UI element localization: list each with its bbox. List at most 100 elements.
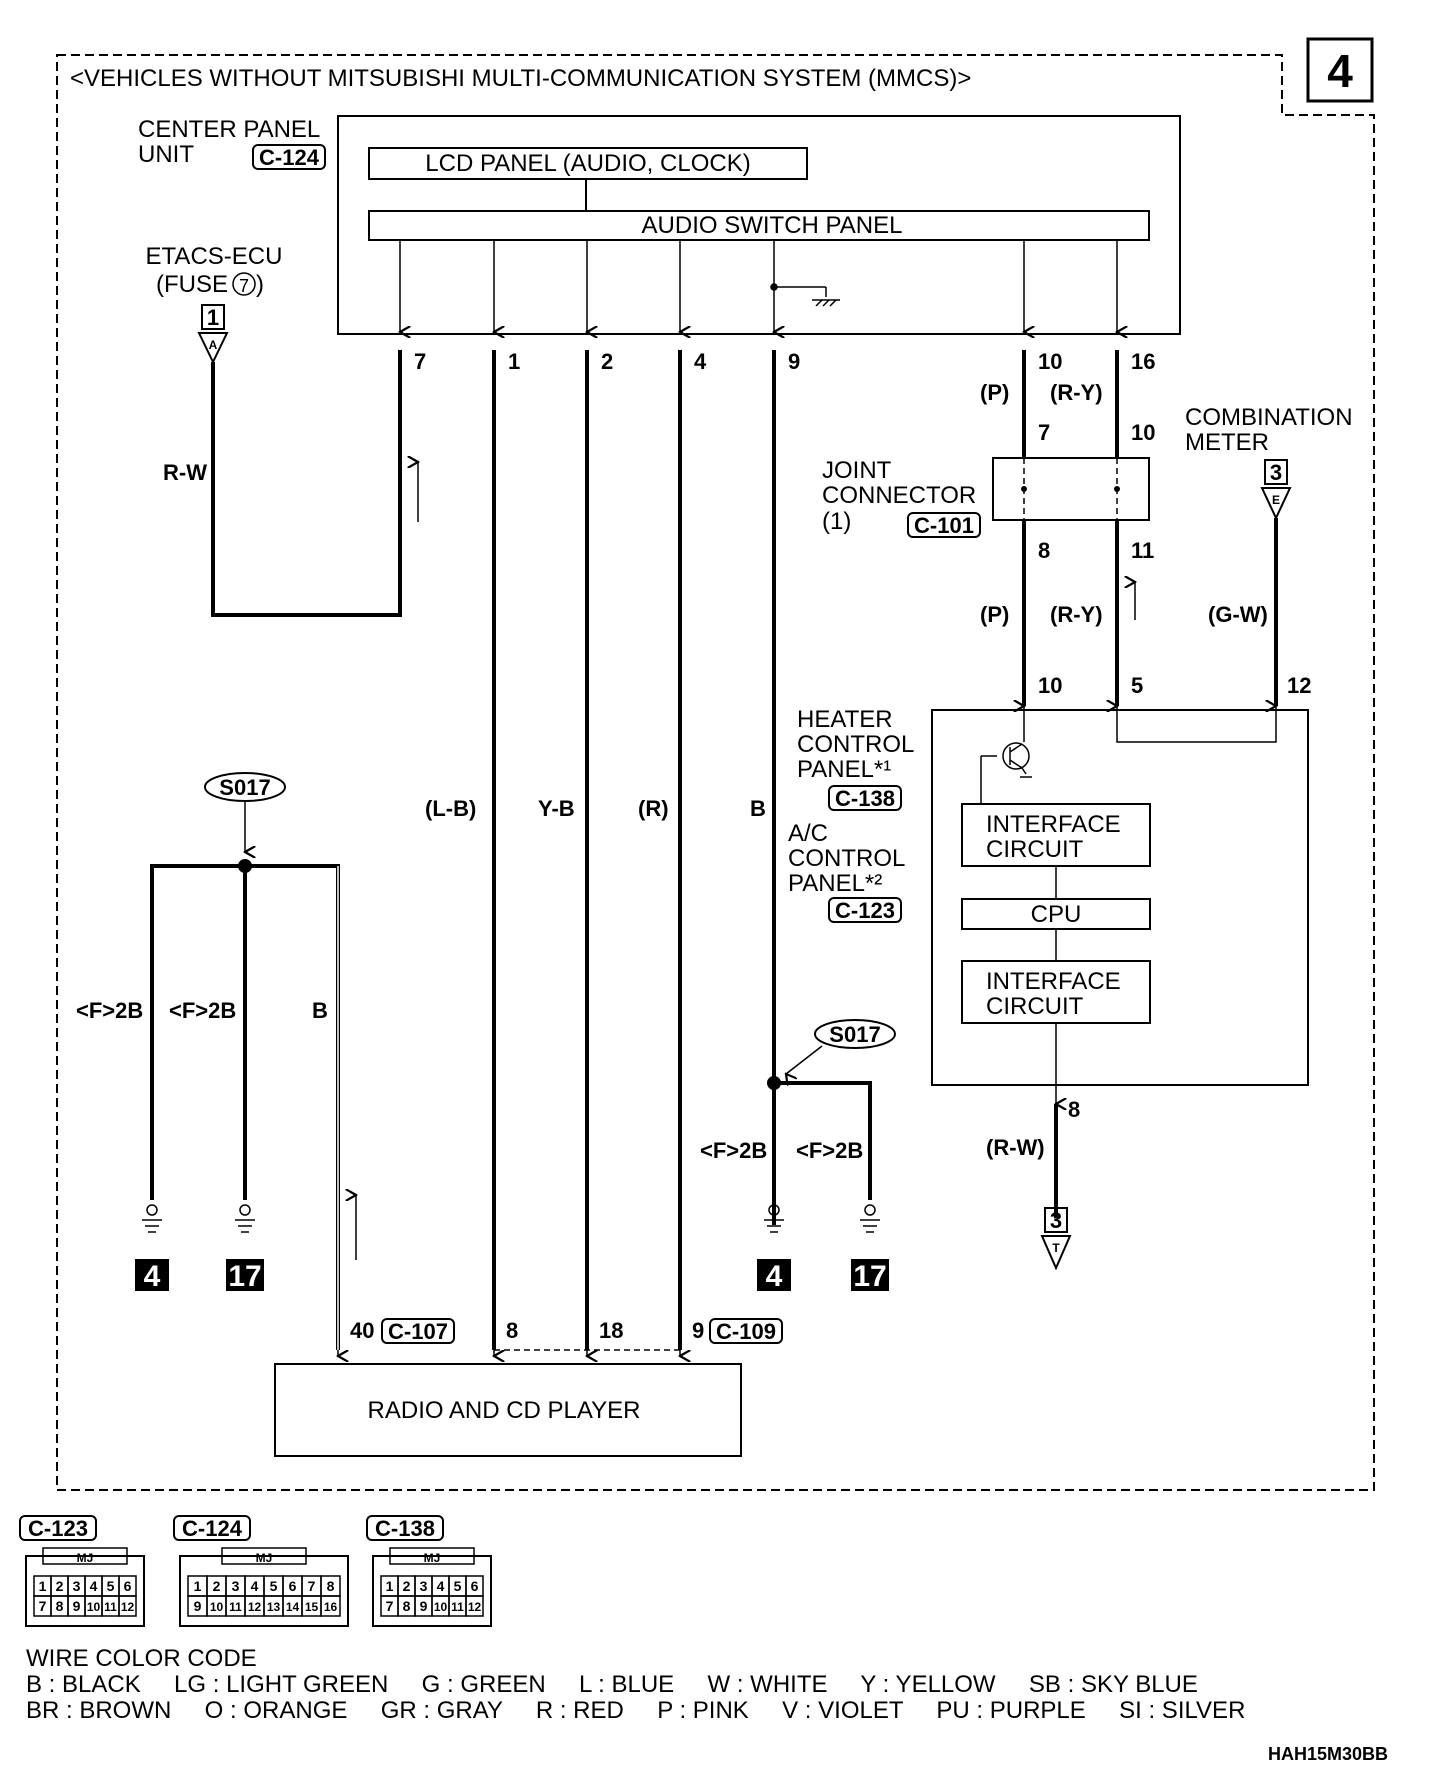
interface-circuit-1-l1: INTERFACE [986,811,1121,838]
c124-tag: C-124 [259,145,320,170]
c101-tag: C-101 [914,513,974,538]
splice-right-arrow [786,1045,823,1074]
combination-meter-label-1: COMBINATION [1185,404,1353,431]
wire-label-ry-1: (R-Y) [1050,380,1103,405]
connector-pin-number: 4 [251,1578,259,1594]
pin-9: 9 [788,349,800,374]
ac-label-1: A/C [788,820,828,847]
etacs-terminal-triangle [197,332,229,365]
jc-pin-out-8: 8 [1038,538,1050,563]
splice-s017-right-oval [814,1019,896,1049]
splice-s017-left: S017 [219,775,270,800]
wire-rw-etacs [211,350,402,617]
connector-pin-number: 2 [213,1578,221,1594]
ground-4-right: 4 [766,1260,783,1293]
wire-label-b-ground: B [312,998,328,1023]
wire-label-gw: (G-W) [1208,602,1268,627]
wire-label-f2b-2: <F>2B [169,998,236,1023]
radio-pin-40: 40 [350,1318,374,1343]
connector-pin-number: 6 [289,1578,297,1594]
combination-meter-label-2: METER [1185,429,1269,456]
out-terminal-triangle [1040,1235,1072,1271]
center-panel-box [337,115,1181,335]
etacs-label: ETACS-ECU [146,243,283,270]
ground-symbol-icon [142,1204,162,1233]
splice-node-left [238,859,252,873]
heater-pin-10: 10 [1038,673,1062,698]
connector-housing [25,1555,145,1627]
heater-label-2: CONTROL [797,731,914,758]
connector-pin-number: 10 [87,1600,101,1614]
wire-label-f2b-1: <F>2B [76,998,143,1023]
ground-symbol-icon [860,1204,880,1233]
audio-switch-panel-box [368,210,1150,241]
connector-pin-number: 7 [308,1578,316,1594]
meter-terminal: E [1272,493,1280,507]
wire-label-rw2: (R-W) [986,1135,1045,1160]
connector-pin-number: 9 [73,1598,81,1614]
page-number: 4 [1327,45,1353,97]
pin-4: 4 [694,349,707,374]
connector-pin-number: 1 [39,1578,47,1594]
heater-internal-link [1116,730,1277,743]
c138-tag-box [828,785,902,811]
c107-tag-box [381,1318,455,1344]
page-number-box [1306,37,1374,103]
ground-4-left-box [135,1259,169,1291]
meter-ref-box [1264,459,1288,485]
fuse-number-circle [232,272,256,296]
connector-pin-number: 3 [420,1578,428,1594]
connector-pin-number: 9 [420,1598,428,1614]
connector-housing [372,1555,492,1627]
etacs-fuse-suffix: ) [256,271,264,298]
heater-label-1: HEATER [797,706,893,733]
connector-view-name: C-123 [28,1516,88,1541]
wire-label-ry-2: (R-Y) [1050,602,1103,627]
connector-pin-number: 15 [305,1600,319,1614]
heater-control-panel-box [931,709,1309,1086]
ground-17-left-box [226,1259,264,1291]
radio-cd-player-box [274,1363,742,1457]
joint-connector-box [992,457,1150,521]
connector-view-tag-box [173,1515,251,1541]
ground-symbol-icon [764,1204,784,1233]
jc-dot-right [1114,486,1120,492]
splice-node-right [767,1076,781,1090]
jc-pin-in-7: 7 [1038,420,1050,445]
connector-pin-number: 5 [454,1578,462,1594]
connector-latch [221,1547,307,1565]
connector-housing [179,1555,349,1627]
ground-17-left: 17 [228,1260,261,1293]
radio-pin-18: 18 [599,1318,623,1343]
heater-out-pin: 8 [1068,1097,1080,1122]
meter-ref: 3 [1270,460,1282,485]
connector-pin-number: 4 [437,1578,445,1594]
heater-pin-5: 5 [1131,673,1143,698]
connector-pin-number: 11 [104,1600,117,1614]
connector-pin-number: 1 [386,1578,394,1594]
connector-tag: MJ [256,1551,273,1565]
connector-pin-number: 12 [248,1600,262,1614]
etacs-ref: 1 [207,305,219,330]
out-ref: 3 [1050,1208,1062,1233]
fuse-number: 7 [239,276,249,296]
connector-pin-number: 2 [403,1578,411,1594]
connector-pin-cell [320,1595,341,1617]
connector-pin-number: 3 [232,1578,240,1594]
connector-pin-number: 12 [468,1600,482,1614]
jc-label-3: (1) [822,508,851,535]
connector-pin-number: 16 [324,1600,338,1614]
etacs-ref-box [201,304,225,330]
cpu-label: CPU [1031,901,1082,928]
radio-pin-8: 8 [506,1318,518,1343]
wire-label-p-2: (P) [980,602,1009,627]
connector-pin-number: 8 [327,1578,335,1594]
pin-1: 1 [508,349,520,374]
wire-label-f2b-3: <F>2B [700,1138,767,1163]
out-terminal: T [1052,1241,1060,1255]
etacs-fuse-prefix: (FUSE [156,271,228,298]
jc-pin-in-10: 10 [1131,420,1155,445]
connector-pin-number: 11 [229,1600,242,1614]
connector-pin-number: 12 [121,1600,135,1614]
